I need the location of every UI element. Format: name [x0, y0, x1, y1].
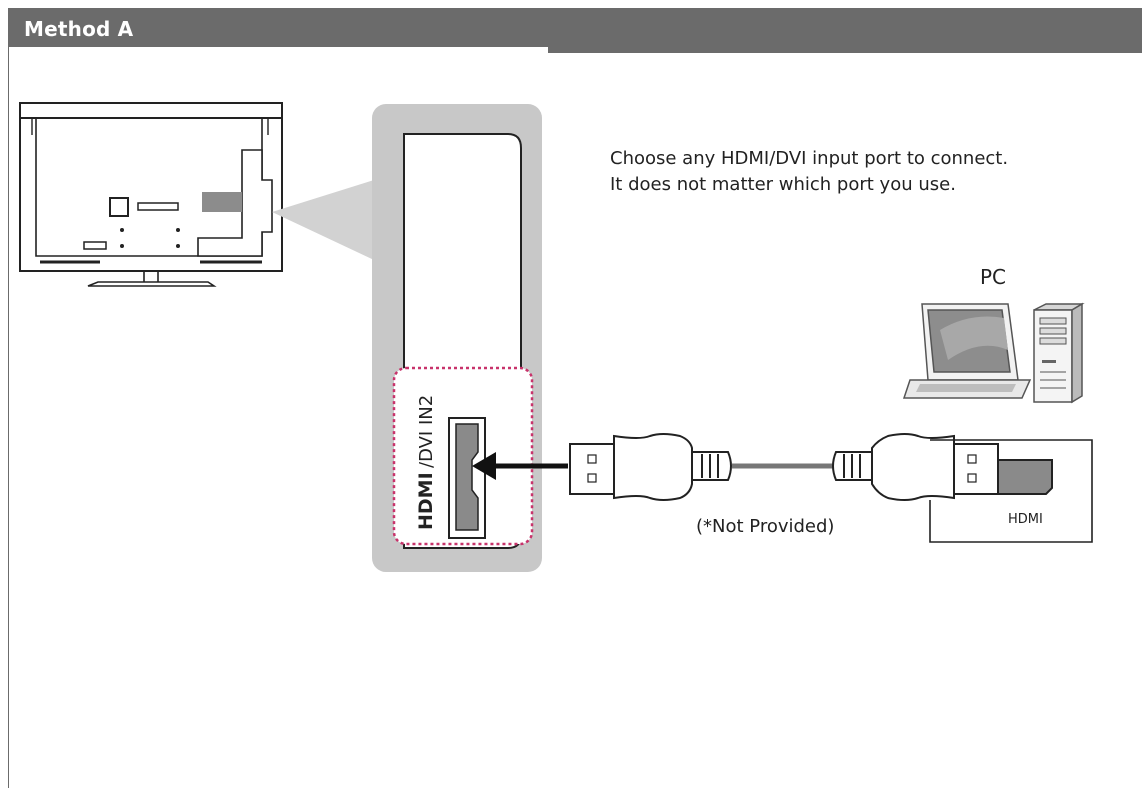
pc-tower-icon — [1033, 302, 1085, 404]
cable-plug-right — [832, 433, 999, 501]
content-frame — [8, 8, 1142, 788]
instruction-line-2: It does not matter which port you use. — [610, 174, 956, 195]
instruction-line-1: Choose any HDMI/DVI input port to connec… — [610, 148, 1008, 169]
zoom-callout — [272, 180, 374, 260]
tv-port-area — [202, 192, 242, 212]
laptop-icon — [902, 303, 1032, 399]
port-label: HDMI /DVI IN2 — [415, 395, 437, 530]
dvi-in2-label: /DVI IN2 — [416, 395, 437, 468]
pc-hdmi-label: HDMI — [1008, 512, 1043, 527]
pc-label: PC — [980, 265, 1006, 289]
cable-plug-left — [569, 433, 732, 501]
section-header: Method A — [9, 9, 1142, 47]
hdmi-port — [448, 417, 486, 539]
pc-hdmi-port: HDMI — [929, 439, 1093, 543]
insert-arrow — [472, 452, 568, 480]
section-title: Method A — [24, 17, 134, 41]
tv-rear-illustration — [19, 102, 283, 287]
hdmi-logo-text: HDMI — [415, 472, 437, 530]
cable-note: (*Not Provided) — [696, 516, 834, 537]
header-underline — [548, 47, 1142, 53]
